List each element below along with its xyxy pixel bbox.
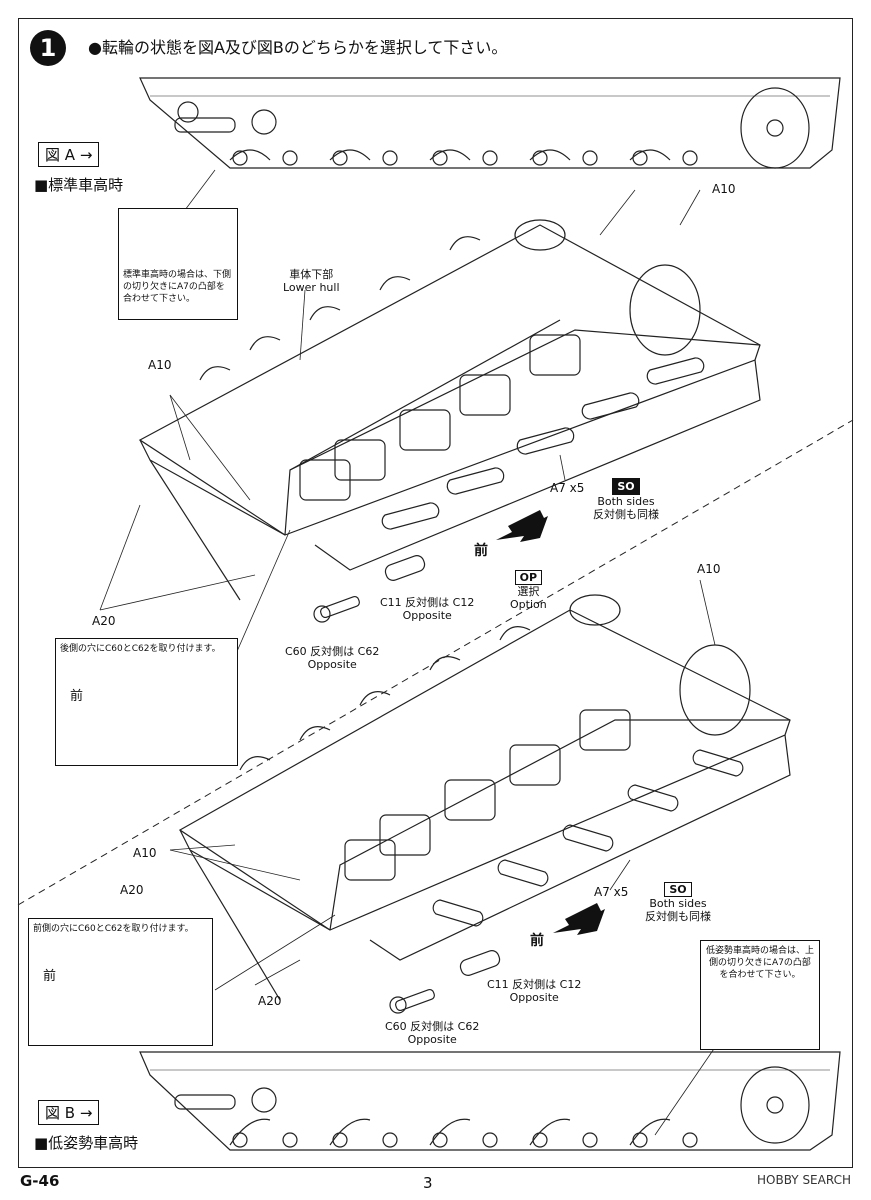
fig-b-callout-note: 低姿勢車高時の場合は、上側の切り欠きにA7の凸部を合わせて下さい。	[705, 946, 814, 980]
c60-label-a: C60 反対側は C62 Opposite	[285, 645, 379, 671]
fig-a-callout-note: 標準車高時の場合は、下側の切り欠きにA7の凸部を合わせて下さい。	[123, 270, 232, 304]
fig-a-title: ■標準車高時	[34, 176, 124, 194]
c60-line-a: C60 反対側は C62	[285, 645, 380, 658]
part-a10-label-b-left: A10	[133, 846, 157, 860]
part-a7-label-a: A7 x5	[550, 481, 585, 495]
model-code: G-46	[20, 1172, 60, 1190]
both-sides-note-b: SO Both sides 反対側も同様	[645, 882, 711, 923]
c60-line-b: C60 反対側は C62	[385, 1020, 480, 1033]
c60-label-b: C60 反対側は C62 Opposite	[385, 1020, 479, 1046]
front-label-b: 前	[530, 933, 544, 949]
op-badge: OP	[514, 570, 543, 585]
c11-opp-b: Opposite	[509, 991, 559, 1004]
c11-opp-a: Opposite	[402, 609, 452, 622]
both-sides-jp-a: 反対側も同様	[593, 508, 659, 521]
c11-label-b: C11 反対側は C12 Opposite	[487, 978, 581, 1004]
part-a10-label-b-top: A10	[697, 562, 721, 576]
page-frame	[18, 18, 853, 1168]
a7-arms-b	[432, 749, 744, 927]
hull-side-view-a	[139, 77, 841, 169]
page-number: 3	[423, 1174, 433, 1192]
option-label: OP 選択 Option	[510, 570, 547, 611]
watermark: HOBBY SEARCH	[757, 1173, 851, 1187]
part-a10-label-a-top: A10	[712, 182, 736, 196]
fig-b-notch-callout: 低姿勢車高時の場合は、上側の切り欠きにA7の凸部を合わせて下さい。	[700, 940, 820, 1050]
c60-opp-b: Opposite	[407, 1033, 457, 1046]
drive-sprocket-a	[740, 87, 810, 169]
rear-hole-note: 後側の穴にC60とC62を取り付けます。	[60, 644, 221, 654]
fig-b-title: ■低姿勢車高時	[34, 1134, 139, 1152]
c11-line-b: C11 反対側は C12	[487, 978, 582, 991]
right-arrow-icon: →	[79, 1104, 93, 1122]
option-jp: 選択	[517, 585, 540, 598]
front-hole-callout: 前側の穴にC60とC62を取り付けます。 前	[28, 918, 213, 1046]
part-a10-label-a-left: A10	[148, 358, 172, 372]
front-label-a: 前	[474, 543, 488, 559]
right-arrow-icon: →	[79, 146, 93, 164]
both-sides-en-b: Both sides	[649, 897, 707, 910]
part-a7-label-b: A7 x5	[594, 885, 629, 899]
front-hole-note: 前側の穴にC60とC62を取り付けます。	[33, 924, 194, 934]
lower-hull-label-en: Lower hull	[283, 281, 340, 294]
lower-hull-label-jp: 車体下部	[289, 268, 334, 281]
c11-label-a: C11 反対側は C12 Opposite	[380, 596, 474, 622]
both-sides-en-a: Both sides	[597, 495, 655, 508]
part-a20-label-b-bottom: A20	[258, 994, 282, 1008]
step-number-badge: 1	[30, 30, 66, 66]
part-a20-label-a: A20	[92, 614, 116, 628]
hull-side-view-b	[139, 1051, 841, 1151]
lower-hull-iso-b	[178, 594, 791, 1001]
drive-sprocket-b	[740, 1066, 810, 1144]
lower-hull-iso-a	[138, 219, 761, 601]
fig-a-tag: 図 A →	[38, 142, 100, 167]
front-arrow-icon-a	[496, 510, 548, 542]
rear-callout-front: 前	[70, 689, 84, 704]
rear-hole-callout: 後側の穴にC60とC62を取り付けます。 前	[55, 638, 238, 766]
c11-line-a: C11 反対側は C12	[380, 596, 475, 609]
both-sides-jp-b: 反対側も同様	[645, 910, 711, 923]
both-sides-note-a: SO Both sides 反対側も同様	[593, 478, 659, 521]
option-en: Option	[510, 598, 547, 611]
fig-b-tag: 図 B →	[38, 1100, 100, 1125]
fig-a-notch-callout: 標準車高時の場合は、下側の切り欠きにA7の凸部を合わせて下さい。	[118, 208, 238, 320]
front-arrow-icon-b	[553, 903, 605, 935]
c60-opp-a: Opposite	[307, 658, 357, 671]
a7-arms-a	[381, 357, 705, 530]
so-badge-b: SO	[664, 882, 692, 897]
step-instruction: ●転輪の状態を図A及び図Bのどちらかを選択して下さい。	[88, 38, 508, 57]
so-badge-a: SO	[612, 478, 640, 495]
lower-hull-label: 車体下部 Lower hull	[283, 268, 340, 294]
fig-b-tag-label: 図 B	[45, 1104, 76, 1122]
part-a20-label-b-left: A20	[120, 883, 144, 897]
front-callout-front: 前	[43, 969, 57, 984]
suspension-arms-b	[174, 1087, 698, 1148]
fig-a-tag-label: 図 A	[45, 146, 76, 164]
suspension-arms-a	[174, 101, 698, 166]
